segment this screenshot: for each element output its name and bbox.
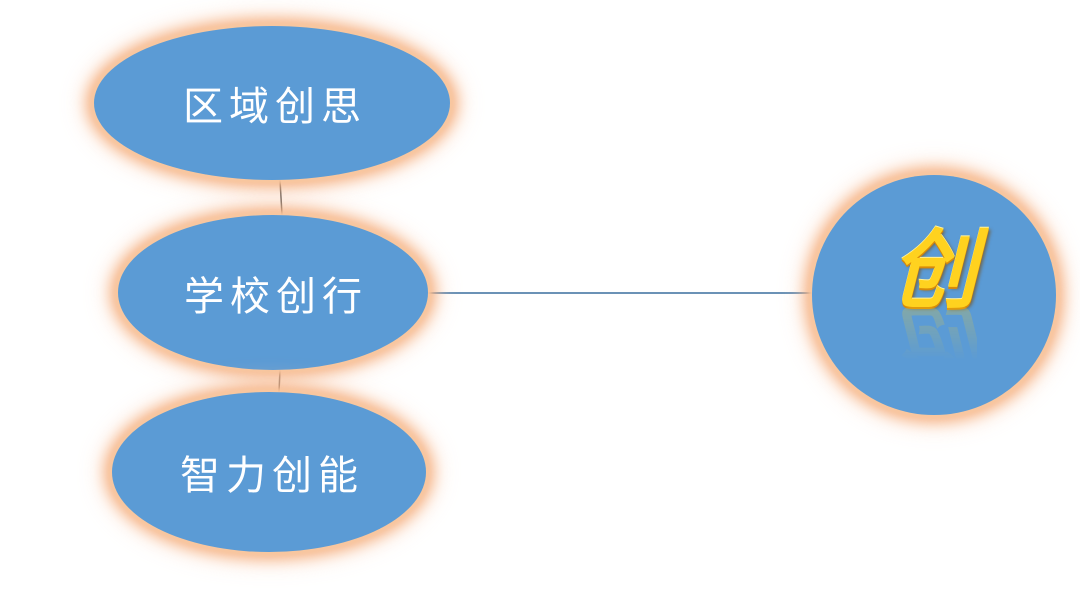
node-regional-thinking: 区域创思 xyxy=(94,26,450,180)
node-label: 学校创行 xyxy=(184,273,368,320)
hub-wordart: 创 创 xyxy=(891,220,977,395)
node-intellect-ability: 智力创能 xyxy=(112,392,426,552)
hub-label-reflection: 创 xyxy=(891,293,977,394)
hub-node: 创 创 xyxy=(812,175,1056,415)
connector-mid-to-bot xyxy=(278,369,281,393)
node-school-action: 学校创行 xyxy=(118,215,428,370)
hub-label: 创 xyxy=(891,220,977,321)
connector-top-to-mid xyxy=(279,179,283,216)
node-label: 区域创思 xyxy=(183,84,367,130)
node-label: 智力创能 xyxy=(180,453,364,499)
